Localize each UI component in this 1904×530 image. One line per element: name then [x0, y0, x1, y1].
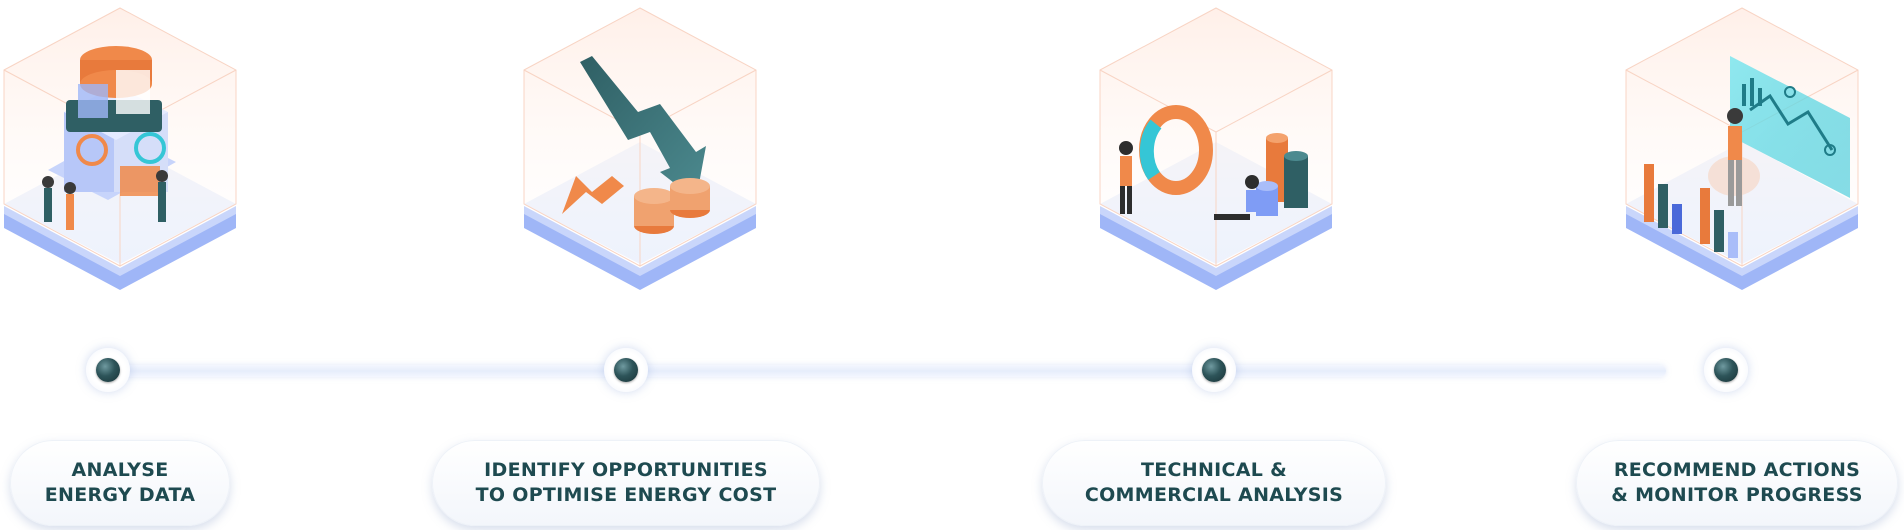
step-label-line2: TO OPTIMISE ENERGY COST — [475, 484, 777, 506]
step-label-line1: ANALYSE — [71, 459, 169, 481]
timeline-dot — [1714, 358, 1738, 382]
step-label-line1: IDENTIFY OPPORTUNITIES — [484, 459, 768, 481]
step-label-technical: TECHNICAL & COMMERCIAL ANALYSIS — [1042, 440, 1386, 526]
step-label-identify: IDENTIFY OPPORTUNITIES TO OPTIMISE ENERG… — [432, 440, 820, 526]
analysis-charts-team-icon — [1099, 7, 1333, 290]
step-label-line1: RECOMMEND ACTIONS — [1613, 459, 1861, 481]
step-label-line2: & MONITOR PROGRESS — [1611, 484, 1863, 506]
step-label-line2: ENERGY DATA — [44, 484, 196, 506]
step-label-analyse: ANALYSE ENERGY DATA — [10, 440, 230, 526]
step-label-recommend: RECOMMEND ACTIONS & MONITOR PROGRESS — [1576, 440, 1898, 526]
timeline-track — [106, 365, 1666, 377]
step-label-line1: TECHNICAL & — [1141, 459, 1287, 481]
data-center-team-icon — [3, 7, 237, 290]
timeline-node-identify — [604, 348, 648, 392]
dashboard-monitoring-icon — [1625, 7, 1859, 290]
timeline-node-technical — [1192, 348, 1236, 392]
timeline-node-recommend — [1704, 348, 1748, 392]
timeline-dot — [96, 358, 120, 382]
step-label-line2: COMMERCIAL ANALYSIS — [1084, 484, 1344, 506]
timeline-dot — [1202, 358, 1226, 382]
timeline-node-analyse — [86, 348, 130, 392]
timeline-dot — [614, 358, 638, 382]
cost-drop-coins-icon — [523, 7, 757, 290]
